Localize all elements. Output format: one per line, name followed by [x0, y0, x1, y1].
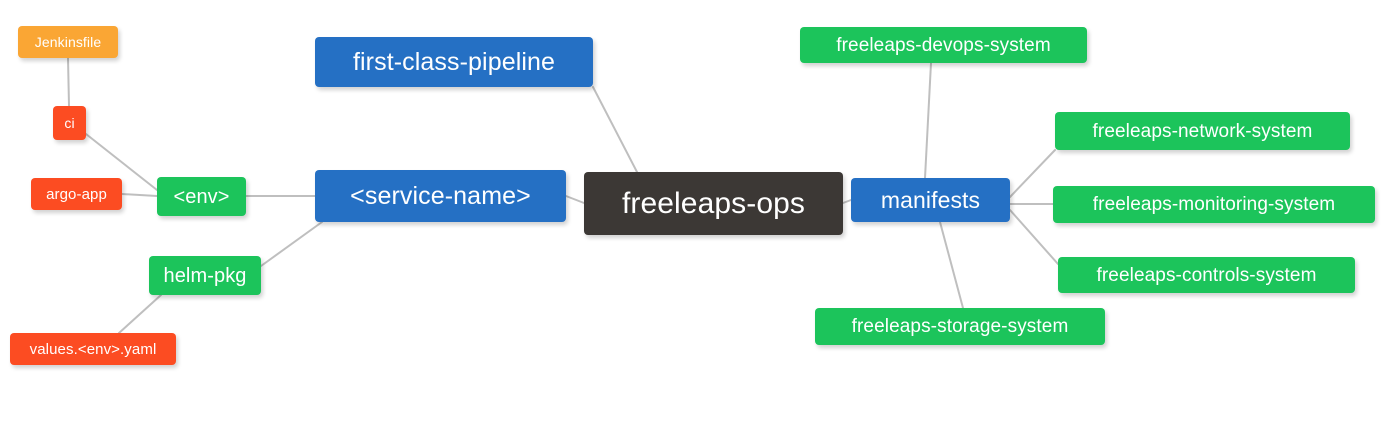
edge-service_name-to-helm_pkg: [260, 221, 323, 267]
node-freeleaps-network-system[interactable]: freeleaps-network-system: [1055, 112, 1350, 150]
node-freeleaps-monitoring-system[interactable]: freeleaps-monitoring-system: [1053, 186, 1375, 223]
node-label: manifests: [880, 186, 981, 213]
edge-root-to-first_class_pipeline: [592, 86, 638, 173]
node-env[interactable]: <env>: [157, 177, 246, 216]
node-label: freeleaps-storage-system: [851, 316, 1069, 337]
node-values-env-yaml[interactable]: values.<env>.yaml: [10, 333, 176, 365]
node-label: <env>: [173, 185, 230, 208]
node-label: ci: [64, 115, 75, 131]
node-label: freeleaps-devops-system: [836, 34, 1051, 56]
edge-manifests-to-storage_system: [939, 221, 964, 309]
edge-env-to-ci: [85, 133, 158, 191]
node-argo-app[interactable]: argo-app: [31, 178, 122, 210]
node-label: freeleaps-controls-system: [1096, 264, 1317, 286]
node-label: helm-pkg: [163, 264, 247, 287]
edge-manifests-to-network_system: [1009, 149, 1056, 198]
edge-env-to-argo_app: [121, 193, 158, 197]
edge-ci-to-jenkinsfile: [67, 57, 70, 107]
edge-manifests-to-devops_system: [924, 62, 932, 179]
edge-helm_pkg-to-values_yaml: [118, 294, 162, 334]
node-freeleaps-ops[interactable]: freeleaps-ops: [584, 172, 843, 235]
edge-root-to-service_name: [565, 195, 585, 204]
node-label: argo-app: [46, 185, 107, 203]
node-helm-pkg[interactable]: helm-pkg: [149, 256, 261, 295]
edge-root-to-manifests: [842, 199, 852, 204]
node-label: freeleaps-monitoring-system: [1092, 194, 1336, 215]
node-manifests[interactable]: manifests: [851, 178, 1010, 222]
node-label: Jenkinsfile: [34, 34, 102, 50]
node-first-class-pipeline[interactable]: first-class-pipeline: [315, 37, 593, 87]
edge-manifests-to-controls_system: [1009, 209, 1059, 265]
node-ci[interactable]: ci: [53, 106, 86, 140]
node-label: <service-name>: [350, 181, 531, 210]
node-freeleaps-devops-system[interactable]: freeleaps-devops-system: [800, 27, 1087, 63]
node-jenkinsfile[interactable]: Jenkinsfile: [18, 26, 118, 58]
node-label: freeleaps-ops: [621, 186, 806, 220]
node-label: freeleaps-network-system: [1092, 120, 1313, 142]
node-label: first-class-pipeline: [352, 47, 556, 76]
node-freeleaps-controls-system[interactable]: freeleaps-controls-system: [1058, 257, 1355, 293]
node-freeleaps-storage-system[interactable]: freeleaps-storage-system: [815, 308, 1105, 345]
node-service-name[interactable]: <service-name>: [315, 170, 566, 222]
node-label: values.<env>.yaml: [29, 340, 157, 358]
